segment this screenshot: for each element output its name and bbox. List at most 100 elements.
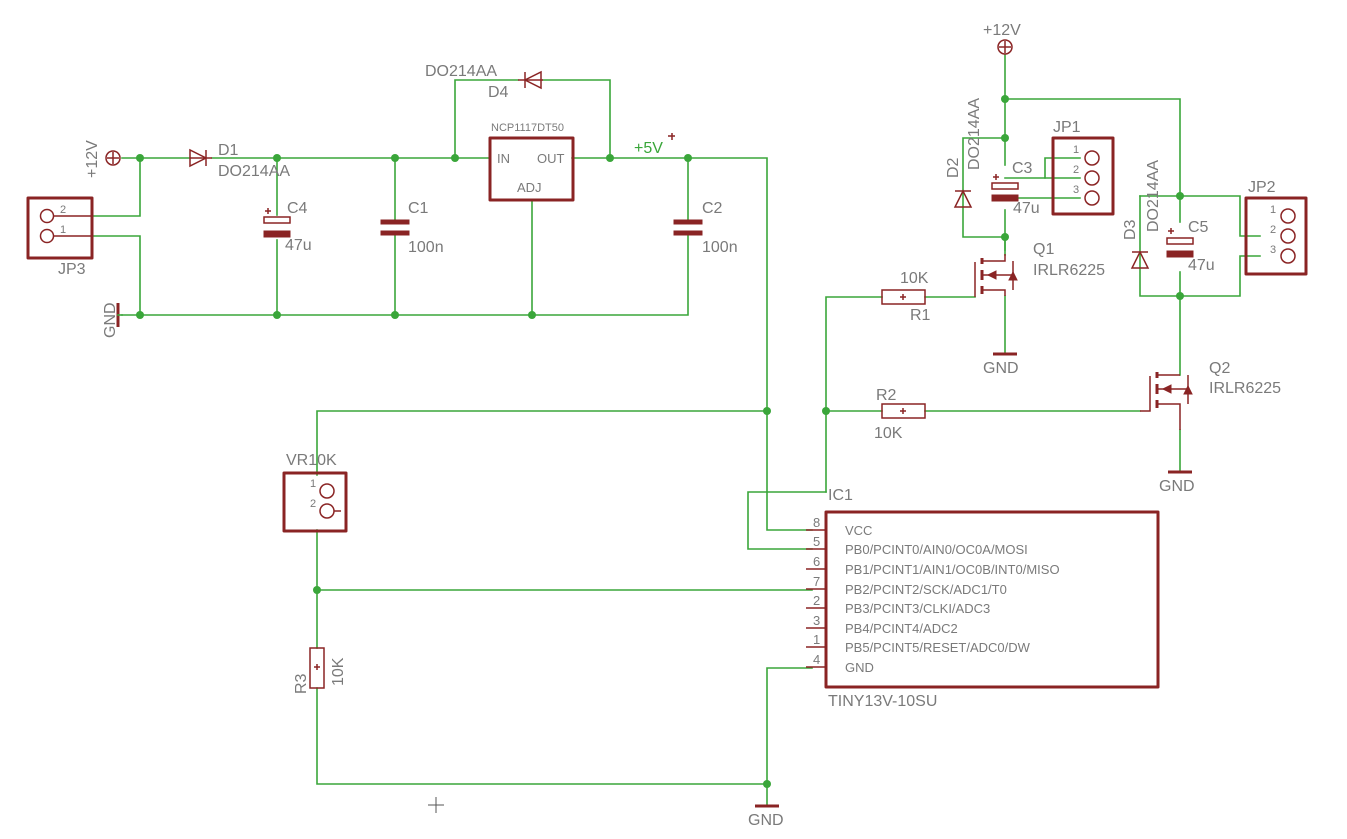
- supply-12v-left[interactable]: +12V: [84, 140, 121, 178]
- diode-d1[interactable]: D1 DO214AA: [189, 142, 290, 180]
- diode-d3[interactable]: D3 DO214AA: [1122, 160, 1162, 269]
- q2-value: IRLR6225: [1209, 380, 1281, 397]
- c1-value: 100n: [408, 239, 444, 256]
- vr-name: VR10K: [286, 452, 337, 469]
- ic1-pin-number: 2: [813, 593, 820, 608]
- ground-bottom[interactable]: GND: [748, 804, 784, 829]
- ground-q2[interactable]: GND: [1159, 470, 1195, 495]
- reg-adj-label: ADJ: [517, 180, 542, 195]
- supply-12v-top[interactable]: +12V: [983, 22, 1021, 55]
- junctions: [136, 95, 1184, 788]
- c1-name: C1: [408, 200, 429, 217]
- capacitor-c2[interactable]: C2 100n: [673, 200, 738, 256]
- ic1-pin-number: 6: [813, 554, 820, 569]
- reg-in-label: IN: [497, 151, 510, 166]
- d1-name: D1: [218, 142, 239, 159]
- capacitor-c3[interactable]: C3 47u: [991, 160, 1040, 217]
- r3-name: R3: [293, 673, 310, 694]
- connector-jp1[interactable]: 1 2 3 JP1: [1051, 119, 1115, 216]
- c2-name: C2: [702, 200, 723, 217]
- ic1-pin-label: VCC: [845, 523, 872, 538]
- q1-name: Q1: [1033, 241, 1054, 258]
- c5-name: C5: [1188, 219, 1209, 236]
- r2-value: 10K: [874, 425, 903, 442]
- capacitor-c5[interactable]: C5 47u: [1166, 219, 1215, 274]
- resistor-r3[interactable]: R3 10K: [293, 647, 347, 694]
- resistor-r2[interactable]: R2 10K: [874, 387, 926, 442]
- c3-value: 47u: [1013, 200, 1040, 217]
- d2-name: D2: [945, 157, 962, 178]
- jp1-pin3-label: 3: [1073, 184, 1079, 196]
- regulator-ncp1117[interactable]: NCP1117DT50 IN OUT ADJ: [488, 122, 575, 202]
- r3-value: 10K: [330, 657, 347, 686]
- mosfet-q1[interactable]: Q1 IRLR6225: [974, 241, 1105, 297]
- capacitor-c1[interactable]: C1 100n: [380, 200, 444, 256]
- supply-5v[interactable]: +5V: [634, 133, 675, 157]
- ic1-name: IC1: [828, 487, 853, 504]
- crosshair-cursor-icon: [428, 797, 444, 813]
- vr-pin2-label: 2: [310, 498, 316, 510]
- connector-jp2[interactable]: 1 2 3 JP2: [1244, 179, 1308, 276]
- ic1-pin-label: GND: [845, 660, 874, 675]
- mosfet-q2[interactable]: Q2 IRLR6225: [1140, 360, 1281, 430]
- ground-q1[interactable]: GND: [983, 352, 1019, 377]
- ic1-pin-label: PB1/PCINT1/AIN1/OC0B/INT0/MISO: [845, 562, 1060, 577]
- d4-name: D4: [488, 84, 509, 101]
- d3-name: D3: [1122, 219, 1139, 240]
- ic1-pin-4: 7 PB2/PCINT2/SCK/ADC1/T0: [806, 574, 1007, 597]
- jp3-name: JP3: [58, 261, 86, 278]
- ic1-pin-label: PB2/PCINT2/SCK/ADC1/T0: [845, 582, 1007, 597]
- ic1-pin-3: 6 PB1/PCINT1/AIN1/OC0B/INT0/MISO: [806, 554, 1060, 577]
- c5-value: 47u: [1188, 257, 1215, 274]
- jp2-pin2-label: 2: [1270, 224, 1276, 236]
- ic1-value: TINY13V-10SU: [828, 693, 937, 710]
- ic1-pin-number: 5: [813, 534, 820, 549]
- ground-q1-label: GND: [983, 360, 1019, 377]
- q2-name: Q2: [1209, 360, 1230, 377]
- ic1-pin-6: 3 PB4/PCINT4/ADC2: [806, 613, 958, 636]
- diode-d4[interactable]: DO214AA D4: [425, 63, 543, 101]
- ground-left-label: GND: [102, 302, 119, 338]
- resistor-r1[interactable]: 10K R1: [881, 270, 931, 324]
- reg-out-label: OUT: [537, 151, 565, 166]
- supply-12v-left-label: +12V: [84, 140, 101, 178]
- r1-name: R1: [910, 307, 931, 324]
- ic1-pin-number: 1: [813, 632, 820, 647]
- jp1-pin2-label: 2: [1073, 164, 1079, 176]
- ic1-pin-1: 8 VCC: [806, 515, 872, 538]
- q1-value: IRLR6225: [1033, 262, 1105, 279]
- diode-d2[interactable]: D2 DO214AA: [945, 98, 983, 208]
- ground-left[interactable]: GND: [102, 302, 123, 338]
- connector-jp3[interactable]: 2 1 JP3: [26, 196, 94, 278]
- capacitor-c4[interactable]: C4 47u: [263, 200, 312, 254]
- c4-value: 47u: [285, 237, 312, 254]
- ic1-pin-8: 4 GND: [806, 652, 874, 675]
- supply-5v-label: +5V: [634, 140, 663, 157]
- jp3-pin2-label: 2: [60, 204, 66, 216]
- r2-name: R2: [876, 387, 897, 404]
- jp2-pin1-label: 1: [1270, 204, 1276, 216]
- ic1-pin-label: PB5/PCINT5/RESET/ADC0/DW: [845, 640, 1031, 655]
- jp1-pin1-label: 1: [1073, 144, 1079, 156]
- jp3-pin1-label: 1: [60, 224, 66, 236]
- ic1-pin-label: PB3/PCINT3/CLKI/ADC3: [845, 601, 990, 616]
- ic1-pin-2: 5 PB0/PCINT0/AIN0/OC0A/MOSI: [806, 534, 1028, 557]
- ic1-pin-5: 2 PB3/PCINT3/CLKI/ADC3: [806, 593, 990, 616]
- d4-value: DO214AA: [425, 63, 497, 80]
- ic1-pin-label: PB4/PCINT4/ADC2: [845, 621, 958, 636]
- supply-12v-top-label: +12V: [983, 22, 1021, 39]
- ic1-pin-number: 7: [813, 574, 820, 589]
- ground-bottom-label: GND: [748, 812, 784, 829]
- d1-value: DO214AA: [218, 163, 290, 180]
- ic-ic1[interactable]: IC1 TINY13V-10SU 8 VCC 5 PB0/PCINT0/AIN0…: [806, 487, 1160, 710]
- ic1-pin-number: 8: [813, 515, 820, 530]
- c4-name: C4: [287, 200, 308, 217]
- vr-pin1-label: 1: [310, 478, 316, 490]
- c3-name: C3: [1012, 160, 1033, 177]
- jp2-name: JP2: [1248, 179, 1276, 196]
- ic1-pin-number: 3: [813, 613, 820, 628]
- jp2-pin3-label: 3: [1270, 244, 1276, 256]
- d3-value: DO214AA: [1145, 160, 1162, 232]
- potentiometer-vr10k[interactable]: 1 2 VR10K: [282, 452, 348, 533]
